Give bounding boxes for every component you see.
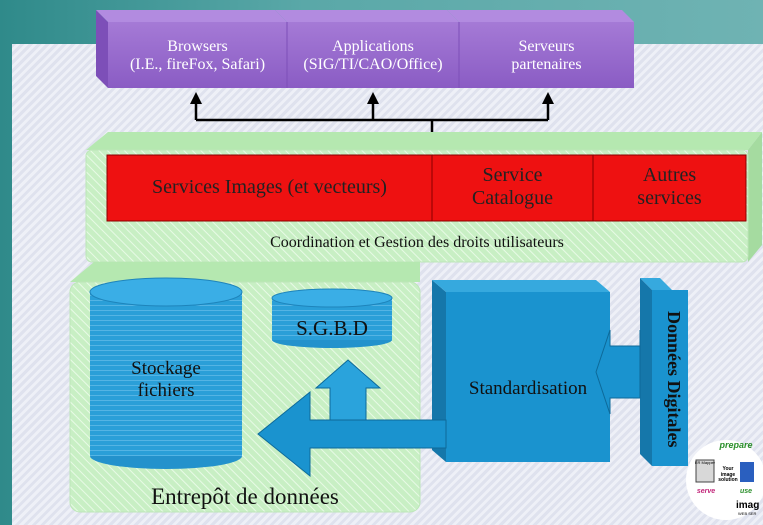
- client-applications-title: Applications: [332, 38, 414, 55]
- service-images-label: Services Images (et vecteurs): [152, 176, 387, 198]
- files-label-line2: fichiers: [137, 379, 195, 401]
- logo-use-text: use: [739, 488, 753, 495]
- logo-box-text: ER Mapper: [694, 460, 716, 465]
- service-catalogue-line2: Catalogue: [471, 187, 554, 209]
- logo-brand-sub: WEB SER: [738, 511, 757, 516]
- service-images: Services Images (et vecteurs): [107, 176, 432, 199]
- service-other: Autres services: [593, 164, 746, 210]
- client-browsers-title: Browsers: [167, 38, 228, 55]
- coordination-label: Coordination et Gestion des droits utili…: [270, 234, 564, 251]
- client-browsers: Browsers (I.E., fireFox, Safari): [108, 38, 287, 75]
- sgbd-label: S.G.B.D: [296, 316, 368, 340]
- logo-prepare-text: prepare: [719, 440, 753, 450]
- client-partners: Serveurs partenaires: [459, 38, 634, 75]
- logo-slogan-3: solution: [718, 477, 738, 483]
- standardisation-label: Standardisation: [468, 378, 588, 399]
- client-applications: Applications (SIG/TI/CAO/Office): [287, 38, 459, 75]
- arrow-heads: [190, 92, 554, 104]
- warehouse-label: Entrepôt de données: [151, 484, 339, 509]
- service-catalogue-line1: Service: [482, 164, 543, 186]
- standardisation-block: [432, 280, 610, 462]
- digital-data-block: [595, 278, 688, 466]
- service-other-line2: services: [637, 187, 702, 209]
- files-label: Stockage fichiers: [90, 358, 242, 402]
- logo-slogan-1: Your: [722, 466, 734, 472]
- er-mapper-logo: [686, 440, 763, 520]
- client-partners-detail: partenaires: [511, 56, 582, 74]
- client-partners-title: Serveurs: [518, 38, 575, 55]
- digital-data-label: Données Digitales: [664, 310, 684, 448]
- logo-serve-text: serve: [696, 488, 716, 495]
- client-browsers-detail: (I.E., fireFox, Safari): [129, 56, 266, 74]
- service-boxes: [106, 154, 747, 222]
- service-other-line1: Autres: [642, 164, 697, 186]
- client-applications-detail: (SIG/TI/CAO/Office): [303, 56, 443, 74]
- files-label-line1: Stockage: [131, 358, 201, 379]
- logo-slogan: Your image solution: [716, 466, 740, 484]
- client-boxes: [96, 10, 634, 88]
- flow-arrows: [257, 359, 447, 478]
- sgbd-cylinder: [271, 288, 393, 348]
- service-catalogue: Service Catalogue: [432, 164, 593, 210]
- files-cylinder: [89, 277, 243, 469]
- logo-slogan-2: image: [720, 471, 736, 478]
- logo-brand-text: imag: [736, 500, 760, 511]
